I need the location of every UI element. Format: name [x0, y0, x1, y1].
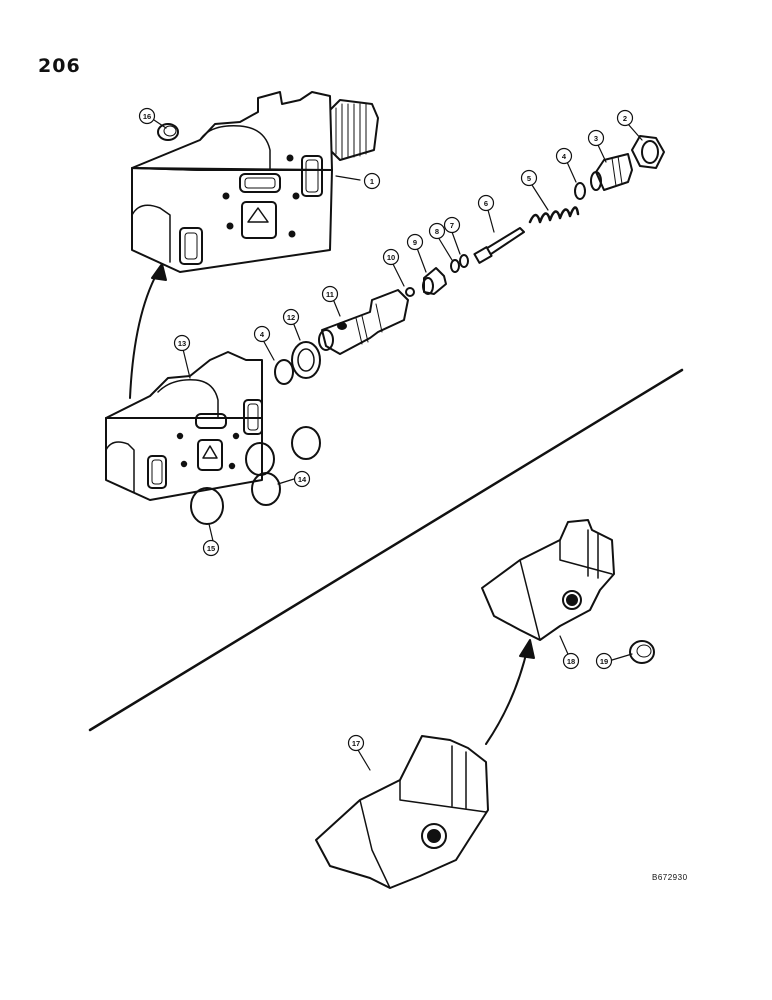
- valve-cartridge-part-11: [318, 289, 409, 355]
- callout-13: 13: [173, 334, 191, 352]
- ring-part-8: [450, 259, 460, 273]
- callout-11: 11: [321, 285, 339, 303]
- o-ring-part-15: [190, 487, 224, 525]
- ball-part-10: [405, 287, 415, 297]
- assembly-arrow-13-to-1: [129, 263, 167, 399]
- spring-part-5: [528, 206, 580, 224]
- leader-lines: [153, 119, 643, 771]
- valve-section-upper: [131, 91, 379, 273]
- callout-9: 9: [406, 233, 424, 251]
- sleeve-part-9: [422, 267, 447, 295]
- callout-6: 6: [477, 194, 495, 212]
- svg-text:8: 8: [435, 227, 439, 236]
- callout-3: 3: [587, 129, 605, 147]
- svg-text:2: 2: [623, 114, 627, 123]
- end-cap-part-17: [315, 735, 489, 889]
- svg-text:18: 18: [567, 657, 575, 666]
- callout-4-upper: 4: [555, 147, 573, 165]
- callout-group: 16 1 2 3 4 5 6 7 8 9 10 11 12 4 13 14 15…: [138, 107, 634, 752]
- ring-part-7: [459, 254, 469, 268]
- plug-part-19: [629, 640, 655, 664]
- svg-text:6: 6: [484, 199, 488, 208]
- callout-7: 7: [443, 216, 461, 234]
- o-rings-part-14: [245, 426, 321, 506]
- callout-18: 18: [562, 652, 580, 670]
- washer-part-12: [291, 341, 321, 379]
- callout-16: 16: [138, 107, 156, 125]
- callout-19: 19: [595, 652, 613, 670]
- valve-section-lower: [105, 351, 263, 501]
- nut-part-2: [631, 135, 665, 169]
- callout-8: 8: [428, 222, 446, 240]
- svg-text:14: 14: [298, 475, 307, 484]
- plug-part-16: [157, 123, 179, 141]
- callout-15: 15: [202, 539, 220, 557]
- divider-line: [88, 368, 684, 732]
- callout-17: 17: [347, 734, 365, 752]
- o-ring-part-4-lower: [274, 359, 294, 385]
- svg-text:4: 4: [562, 152, 567, 161]
- spool-rod-part-6: [473, 227, 525, 264]
- reference-code: B672930: [652, 873, 688, 882]
- svg-text:19: 19: [600, 657, 608, 666]
- svg-text:4: 4: [260, 330, 265, 339]
- svg-text:10: 10: [387, 253, 395, 262]
- callout-5: 5: [520, 169, 538, 187]
- svg-text:12: 12: [287, 313, 295, 322]
- callout-2: 2: [616, 109, 634, 127]
- callout-14: 14: [293, 470, 311, 488]
- page-number: 206: [38, 55, 81, 77]
- assembly-arrow-17-to-18: [485, 639, 535, 745]
- svg-text:3: 3: [594, 134, 598, 143]
- svg-text:1: 1: [370, 177, 374, 186]
- svg-text:16: 16: [143, 112, 151, 121]
- svg-text:5: 5: [527, 174, 531, 183]
- end-cap-part-18: [481, 519, 615, 641]
- svg-text:7: 7: [450, 221, 454, 230]
- svg-text:17: 17: [352, 739, 360, 748]
- svg-text:11: 11: [326, 290, 334, 299]
- callout-12: 12: [282, 308, 300, 326]
- callout-4-lower: 4: [253, 325, 271, 343]
- svg-text:15: 15: [207, 544, 215, 553]
- callout-10: 10: [382, 248, 400, 266]
- fitting-part-3: [590, 153, 633, 191]
- o-ring-part-4-upper: [574, 182, 586, 200]
- callout-1: 1: [363, 172, 381, 190]
- svg-text:9: 9: [413, 238, 417, 247]
- svg-text:13: 13: [178, 339, 186, 348]
